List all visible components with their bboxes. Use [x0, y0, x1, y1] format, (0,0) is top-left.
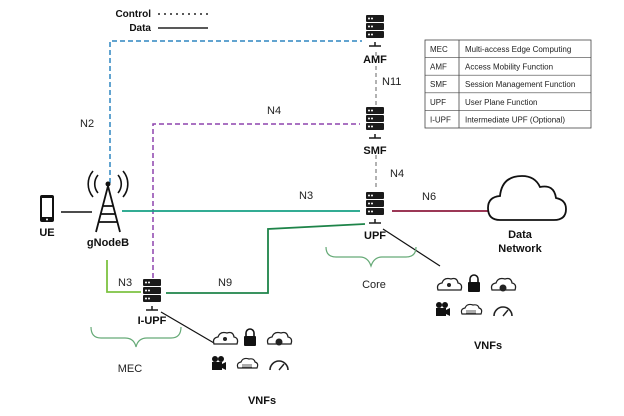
table-abbr: UPF: [430, 98, 446, 107]
n3-data-link-iupf: [106, 260, 141, 293]
iupf-vnf-link: [160, 311, 215, 344]
smf-label: SMF: [363, 145, 387, 157]
legend-data-label: Data: [129, 23, 151, 34]
vnf-service-icons: [211, 328, 293, 371]
table-full: Intermediate UPF (Optional): [465, 115, 565, 124]
table-abbr: MEC: [430, 45, 448, 54]
iupf-label: I-UPF: [138, 315, 167, 327]
table-abbr: AMF: [430, 63, 447, 72]
cell-tower-icon: [87, 170, 129, 233]
core-group-label: Core: [362, 279, 386, 291]
smf-server-icon: [365, 106, 385, 139]
upf-vnf-link: [382, 228, 441, 267]
n9-data-link: [166, 223, 366, 294]
vnf-icons-cluster: VNFs: [435, 274, 517, 352]
link-type-legend: Control Data: [115, 9, 208, 34]
amf-server-icon: [365, 14, 385, 47]
table-abbr: SMF: [430, 80, 447, 89]
upf-server-icon: [365, 191, 385, 224]
upf-node: UPF: [364, 191, 386, 242]
data-network-label-line1: Data: [508, 229, 533, 241]
ue-node: UE: [39, 195, 55, 239]
amf-label: AMF: [363, 54, 387, 66]
data-network-node: Data Network: [487, 175, 567, 255]
mec-group-label: MEC: [118, 363, 143, 375]
ue-label: UE: [39, 227, 54, 239]
interface-label-n6: N6: [422, 191, 436, 203]
smf-node: SMF: [363, 106, 387, 157]
iupf-node: I-UPF: [138, 278, 167, 327]
interface-label-n4: N4: [267, 105, 281, 117]
vnfs-label: VNFs: [248, 395, 276, 407]
interface-label-n4: N4: [390, 168, 404, 180]
interface-label-n3: N3: [299, 190, 313, 202]
interface-label-n9: N9: [218, 277, 232, 289]
interface-label-n3: N3: [118, 277, 132, 289]
table-abbr: I-UPF: [430, 115, 451, 124]
gnodeb-label: gNodeB: [87, 237, 129, 249]
cloud-icon: [487, 175, 567, 221]
abbreviations-table: MEC Multi-access Edge Computing AMF Acce…: [424, 39, 592, 129]
gnodeb-node: gNodeB: [87, 170, 129, 249]
table-full: Multi-access Edge Computing: [465, 45, 571, 54]
table-full: User Plane Function: [465, 98, 537, 107]
table-full: Session Management Function: [465, 80, 575, 89]
amf-node: AMF: [363, 14, 387, 66]
table-full: Access Mobility Function: [465, 63, 553, 72]
smartphone-icon: [40, 195, 54, 222]
n4-control-link-iupf: [152, 123, 360, 278]
vnf-icons-cluster: VNFs: [211, 328, 293, 407]
interface-label-n11: N11: [382, 76, 401, 88]
data-network-label-line2: Network: [498, 243, 542, 255]
iupf-server-icon: [142, 278, 162, 311]
mec-brace: [90, 326, 182, 348]
interface-label-n2: N2: [80, 118, 94, 130]
vnf-service-icons: [435, 274, 517, 317]
upf-label: UPF: [364, 230, 386, 242]
legend-control-label: Control: [115, 9, 151, 20]
core-brace: [325, 246, 417, 268]
vnfs-label: VNFs: [474, 340, 502, 352]
n2-control-link: [109, 40, 362, 183]
